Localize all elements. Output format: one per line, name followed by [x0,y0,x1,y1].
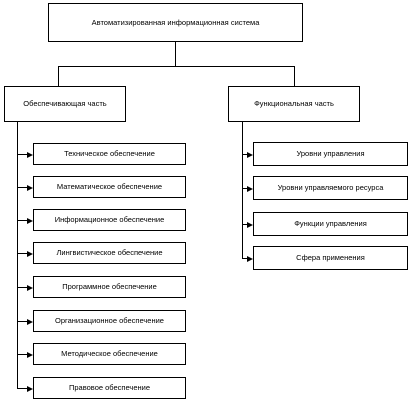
support-connector [17,220,27,221]
arrow-right-icon [27,151,33,158]
functional-item-box: Сфера применения [253,246,408,270]
support-item-box: Программное обеспечение [33,276,186,298]
functional-connector [242,188,247,189]
support-item-box: Правовое обеспечение [33,377,186,399]
support-item-box: Информационное обеспечение [33,209,186,231]
functional-connector [242,224,247,225]
arrow-right-icon [27,385,33,392]
functional-part-label: Функциональная часть [254,99,334,109]
root-box: Автоматизированная информационная систем… [48,3,303,42]
functional-part-box: Функциональная часть [228,86,360,122]
support-item-label: Математическое обеспечение [56,182,163,192]
root-label: Автоматизированная информационная систем… [91,17,260,27]
support-connector [17,253,27,254]
branch-bar [58,66,294,67]
support-item-box: Методическое обеспечение [33,343,186,365]
functional-item-label: Сфера применения [296,253,365,263]
root-stem [175,42,176,66]
support-item-label: Организационное обеспечение [55,316,164,326]
support-connector [17,154,27,155]
arrow-right-icon [27,250,33,257]
support-item-label: Информационное обеспечение [54,215,165,225]
functional-item-label: Уровни управляемого ресурса [277,183,384,193]
arrow-right-icon [27,184,33,191]
arrow-right-icon [247,151,253,158]
functional-item-box: Уровни управления [253,142,408,166]
support-connector [17,354,27,355]
support-item-label: Правовое обеспечение [69,383,150,393]
arrow-right-icon [247,221,253,228]
functional-item-box: Уровни управляемого ресурса [253,176,408,200]
support-item-box: Лингвистическое обеспечение [33,242,186,264]
support-spine [17,122,18,388]
arrow-right-icon [247,255,253,262]
branch-left-drop [58,66,59,86]
support-connector [17,187,27,188]
support-connector [17,321,27,322]
arrow-right-icon [27,284,33,291]
functional-item-label: Уровни управления [296,149,365,159]
arrow-right-icon [27,217,33,224]
support-connector [17,287,27,288]
functional-connector [242,258,247,259]
support-item-label: Техническое обеспечение [64,149,155,159]
support-item-label: Лингвистическое обеспечение [56,248,163,258]
arrow-right-icon [27,318,33,325]
support-item-box: Математическое обеспечение [33,176,186,198]
support-connector [17,388,27,389]
support-item-box: Техническое обеспечение [33,143,186,165]
arrow-right-icon [247,185,253,192]
support-item-label: Методическое обеспечение [61,349,158,359]
functional-item-label: Функции управления [294,219,367,229]
functional-spine [242,122,243,259]
support-item-label: Программное обеспечение [62,282,157,292]
functional-connector [242,154,247,155]
support-part-box: Обеспечивающая часть [4,86,126,122]
support-part-label: Обеспечивающая часть [23,99,107,109]
arrow-right-icon [27,351,33,358]
branch-right-drop [294,66,295,86]
support-item-box: Организационное обеспечение [33,310,186,332]
functional-item-box: Функции управления [253,212,408,236]
